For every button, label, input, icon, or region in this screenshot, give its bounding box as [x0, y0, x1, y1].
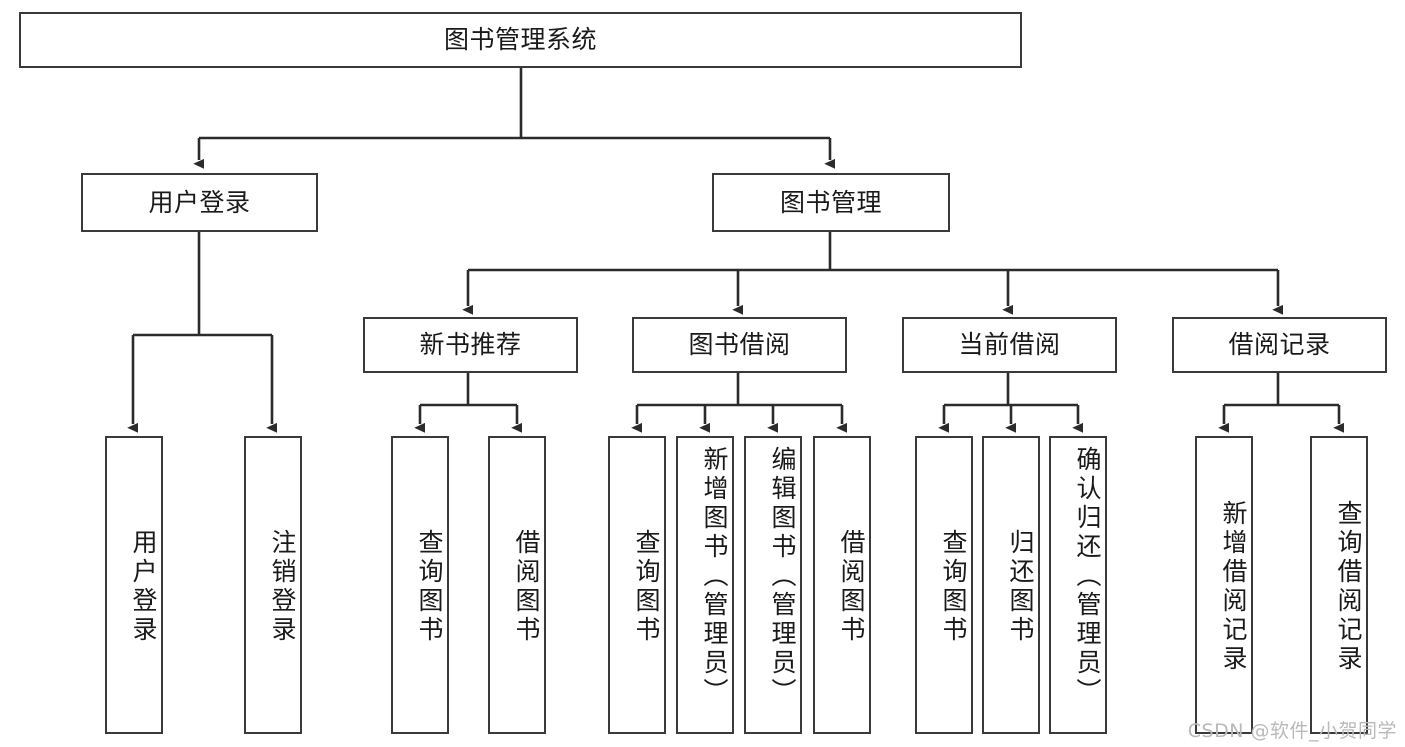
node-label: 查询图书 [415, 529, 444, 645]
node-label: 借阅图书 [837, 529, 866, 645]
node-leaf-user-login[interactable]: 用户登录 [105, 436, 163, 734]
node-label: 用户登录 [148, 187, 251, 217]
node-label: 当前借阅 [958, 330, 1061, 360]
node-leaf-borrow-book-recommend[interactable]: 借阅图书 [488, 436, 546, 734]
node-label: 用户登录 [129, 529, 158, 645]
node-leaf-query-book-borrow[interactable]: 查询图书 [608, 436, 666, 734]
node-leaf-confirm-return-admin[interactable]: 确认归还（管理员） [1049, 436, 1107, 734]
node-label: 新增图书（管理员） [700, 446, 729, 707]
node-leaf-add-book-admin[interactable]: 新增图书（管理员） [676, 436, 734, 734]
node-label: 新书推荐 [419, 330, 522, 360]
node-new-book-recommend[interactable]: 新书推荐 [363, 317, 578, 373]
node-label: 借阅图书 [512, 529, 541, 645]
node-label: 查询借阅记录 [1334, 500, 1363, 674]
node-label: 查询图书 [632, 529, 661, 645]
node-root-book-management-system[interactable]: 图书管理系统 [19, 12, 1022, 68]
node-leaf-add-borrow-record[interactable]: 新增借阅记录 [1195, 436, 1253, 734]
node-label: 新增借阅记录 [1219, 500, 1248, 674]
node-label: 查询图书 [939, 529, 968, 645]
node-user-login[interactable]: 用户登录 [81, 173, 318, 232]
node-current-borrow[interactable]: 当前借阅 [902, 317, 1117, 373]
node-label: 确认归还（管理员） [1073, 446, 1102, 707]
node-book-borrow[interactable]: 图书借阅 [632, 317, 847, 373]
node-leaf-edit-book-admin[interactable]: 编辑图书（管理员） [744, 436, 802, 734]
node-leaf-borrow-book[interactable]: 借阅图书 [813, 436, 871, 734]
node-label: 借阅记录 [1228, 330, 1331, 360]
node-label: 图书管理系统 [443, 25, 597, 55]
node-label: 归还图书 [1006, 529, 1035, 645]
node-leaf-query-book-current[interactable]: 查询图书 [915, 436, 973, 734]
node-label: 编辑图书（管理员） [768, 446, 797, 707]
node-book-management[interactable]: 图书管理 [712, 173, 950, 232]
node-leaf-return-book[interactable]: 归还图书 [982, 436, 1040, 734]
node-leaf-query-book-recommend[interactable]: 查询图书 [391, 436, 449, 734]
node-leaf-query-borrow-record[interactable]: 查询借阅记录 [1310, 436, 1368, 734]
node-borrow-records[interactable]: 借阅记录 [1172, 317, 1387, 373]
node-leaf-logout[interactable]: 注销登录 [244, 436, 302, 734]
node-label: 注销登录 [268, 529, 297, 645]
node-label: 图书管理 [779, 187, 882, 217]
watermark-text: CSDN @软件_小贺同学 [1187, 720, 1397, 742]
node-label: 图书借阅 [688, 330, 791, 360]
